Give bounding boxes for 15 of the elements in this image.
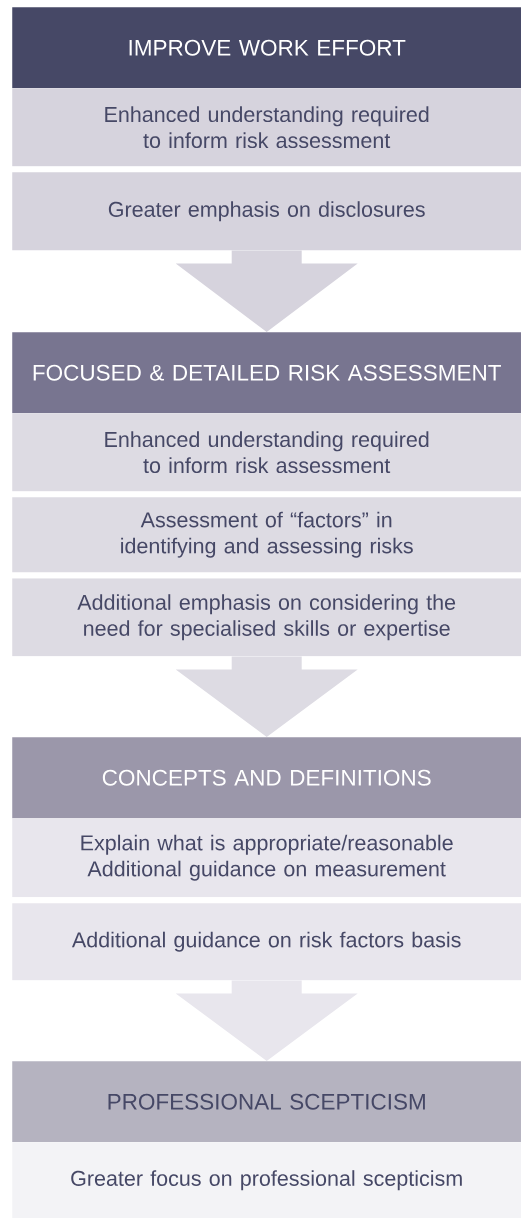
block-arrow bbox=[175, 656, 358, 737]
item-box: Assessment of “factors” in identifying and assessing risks bbox=[12, 497, 521, 573]
item-box: Greater focus on professional scepticism bbox=[12, 1142, 521, 1218]
item-box: Enhanced understanding required to inform risk assessment bbox=[12, 413, 521, 492]
item-box: Greater emphasis on disclosures bbox=[12, 172, 521, 251]
block-arrow bbox=[175, 250, 358, 332]
item-box: Enhanced understanding required to inform risk assessment bbox=[12, 88, 521, 167]
item-box: Explain what is appropriate/reasonable Additional guidance on measurement bbox=[12, 818, 521, 898]
item-box: Additional emphasis on considering the need for specialised skills or expertise bbox=[12, 578, 521, 657]
item-box: Additional guidance on risk factors basis bbox=[12, 903, 521, 981]
section-header: PROFESSIONAL SCEPTICISM bbox=[12, 1061, 521, 1143]
block-arrow bbox=[175, 980, 358, 1061]
section-header: FOCUSED & DETAILED RISK ASSESSMENT bbox=[12, 332, 521, 414]
section-header: CONCEPTS AND DEFINITIONS bbox=[12, 737, 521, 819]
section-header: IMPROVE WORK EFFORT bbox=[12, 7, 521, 89]
